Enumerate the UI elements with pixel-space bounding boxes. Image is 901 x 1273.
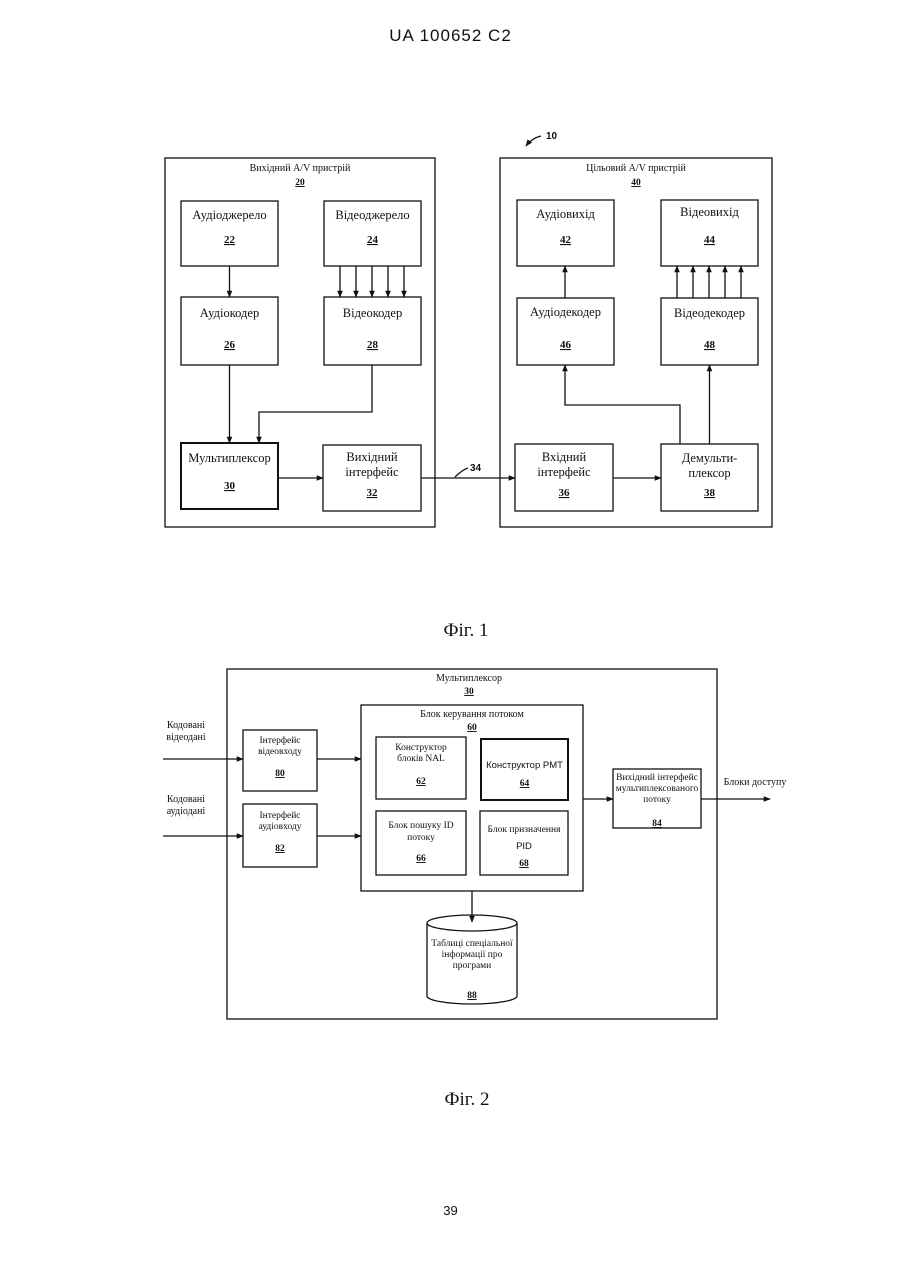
audio-decoder-num: 46 [560, 339, 572, 351]
input-interface-num: 36 [559, 487, 571, 499]
video-encoder-label: Відеокодер [343, 306, 402, 320]
video-source-label: Відеоджерело [335, 208, 409, 222]
link-34-label: 34 [470, 463, 482, 474]
fig2-caption: Фіг. 2 [445, 1089, 490, 1110]
video-decoder-label: Відеодекодер [674, 306, 745, 320]
psi-tables-line2: інформації про [442, 949, 503, 960]
video-source-num: 24 [367, 234, 379, 246]
mux-output-interface-line3: потоку [643, 795, 671, 805]
nal-constructor-line2: блоків NAL [397, 753, 445, 764]
video-input-interface-num: 80 [275, 769, 285, 779]
demultiplexer-num: 38 [704, 487, 716, 499]
fig2: Мультиплексор 30 Кодовані відеодані Кодо… [163, 669, 786, 1110]
video-input-interface-line2: відеовходу [258, 747, 302, 757]
stream-id-lookup-num: 66 [416, 854, 426, 864]
psi-tables-line1: Таблиці спеціальної [431, 938, 513, 949]
stream-id-lookup-line2: потоку [407, 833, 435, 843]
nal-constructor-num: 62 [416, 777, 426, 787]
coded-audio-line1: Кодовані [167, 794, 205, 805]
audio-encoder-label: Аудіокодер [200, 306, 259, 320]
audio-source-label: Аудіоджерело [192, 208, 266, 222]
coded-video-line1: Кодовані [167, 720, 205, 731]
fig1-ref-arrow [526, 136, 541, 146]
video-output-label: Відеовихід [680, 205, 739, 219]
video-encoder-num: 28 [367, 339, 379, 351]
fig1: 10 Вихідний A/V пристрій 20 Аудіоджерело… [165, 131, 772, 641]
video-input-interface-line1: Інтерфейс [259, 735, 300, 746]
output-interface-line1: Вихідний [346, 450, 397, 464]
stream-id-lookup-line1: Блок пошуку ID [388, 821, 453, 831]
fig2-multiplexer-title: Мультиплексор [436, 673, 502, 684]
fig1-caption: Фіг. 1 [444, 620, 489, 641]
mux-output-interface-num: 84 [652, 819, 662, 829]
audio-output-label: Аудіовихід [536, 207, 595, 221]
multiplexer-label: Мультиплексор [188, 451, 270, 465]
coded-video-line2: відеодані [166, 732, 206, 743]
fig1-ref-label: 10 [546, 131, 558, 142]
input-interface-line2: інтерфейс [537, 465, 591, 479]
pmt-constructor-num: 64 [520, 779, 530, 789]
source-device-num: 20 [295, 178, 305, 188]
video-decoder-num: 48 [704, 339, 716, 351]
pid-assignment-line1: Блок призначення [488, 825, 562, 835]
fig2-multiplexer-num: 30 [464, 687, 474, 697]
mux-output-interface-line1: Вихідний інтерфейс [616, 772, 698, 783]
audio-input-interface-line1: Інтерфейс [259, 810, 300, 821]
output-interface-num: 32 [367, 487, 379, 499]
audio-output-num: 42 [560, 234, 572, 246]
demultiplexer-line2: плексор [688, 466, 730, 480]
access-units-label: Блоки доступу [724, 777, 787, 788]
coded-audio-line2: аудіодані [167, 806, 206, 817]
pid-assignment-num: 68 [519, 859, 529, 869]
audio-decoder-label: Аудіодекодер [530, 305, 601, 319]
audio-input-interface-num: 82 [275, 844, 285, 854]
input-interface-line1: Вхідний [542, 450, 587, 464]
audio-source-num: 22 [224, 234, 236, 246]
video-output-num: 44 [704, 234, 716, 246]
multiplexer-num: 30 [224, 480, 236, 492]
demultiplexer-line1: Демульти- [682, 451, 738, 465]
destination-device-title: Цільовий A/V пристрій [586, 163, 686, 174]
mux-output-interface-line2: мультиплексованого [616, 784, 699, 794]
stream-control-num: 60 [467, 723, 477, 733]
audio-encoder-num: 26 [224, 339, 236, 351]
pid-assignment-line2: PID [516, 841, 532, 852]
psi-tables-num: 88 [467, 991, 477, 1001]
nal-constructor-line1: Конструктор [395, 743, 447, 753]
psi-tables-line3: програми [453, 961, 492, 971]
destination-device-num: 40 [631, 178, 641, 188]
output-interface-line2: інтерфейс [345, 465, 399, 479]
audio-input-interface-line2: аудіовходу [258, 822, 301, 832]
page-number: 39 [0, 1203, 901, 1218]
stream-control-title: Блок керування потоком [420, 709, 524, 720]
source-device-title: Вихідний A/V пристрій [250, 163, 351, 174]
pmt-constructor-label: Конструктор PMT [486, 760, 563, 771]
